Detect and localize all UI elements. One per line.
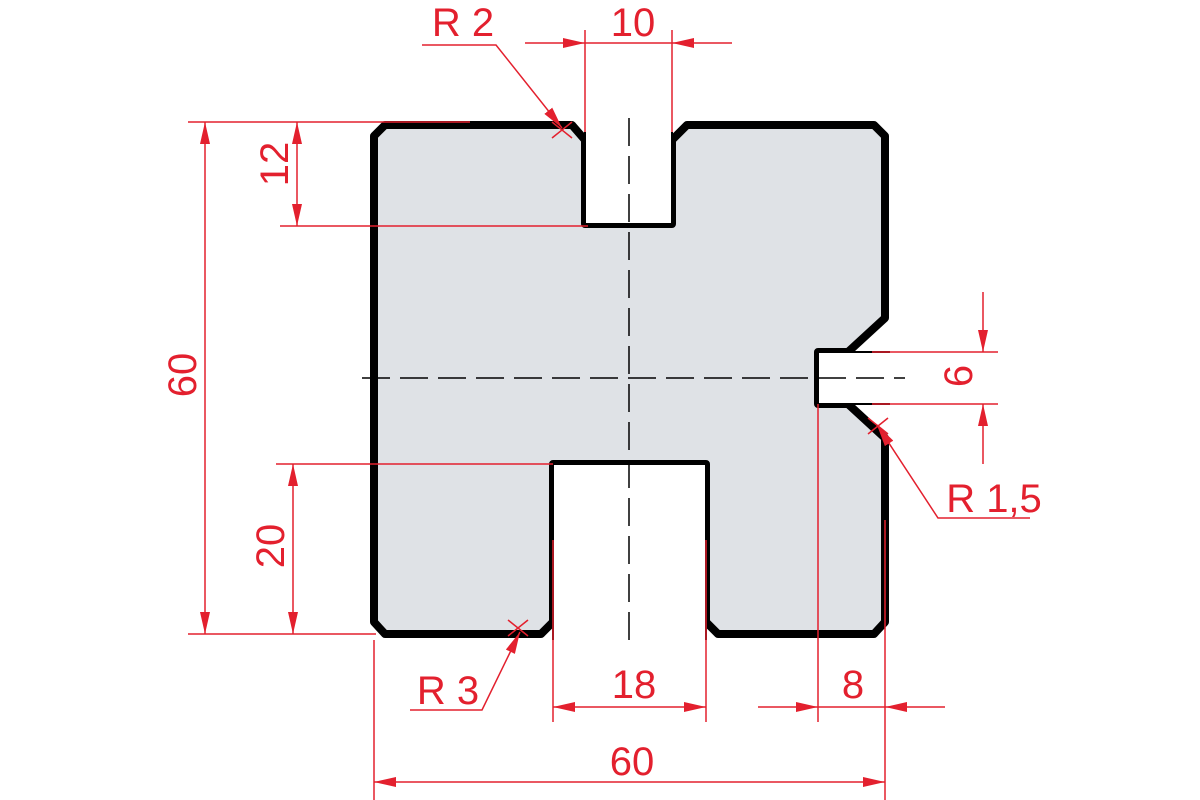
bottom-slot-width-label: 18 — [612, 663, 657, 707]
overall-height-label: 60 — [161, 353, 205, 398]
top-slot-width-label: 10 — [611, 1, 656, 45]
bottom-slot-depth-label: 20 — [249, 524, 293, 569]
top-slot-depth-label: 12 — [253, 142, 297, 187]
dimension-lines — [188, 30, 1030, 800]
side-slot-radius-leader — [876, 424, 1030, 519]
side-slot-depth-label: 8 — [842, 663, 864, 707]
side-slot-radius-label: R 1,5 — [946, 477, 1042, 521]
overall-width-label: 60 — [610, 740, 655, 784]
top-slot-radius-leader — [422, 44, 563, 129]
side-slot-width-label: 6 — [937, 365, 981, 387]
bottom-slot-radius-label: R 3 — [417, 669, 479, 713]
bottom-slot-radius-leader — [410, 631, 521, 711]
top-slot-radius-label: R 2 — [432, 1, 494, 45]
